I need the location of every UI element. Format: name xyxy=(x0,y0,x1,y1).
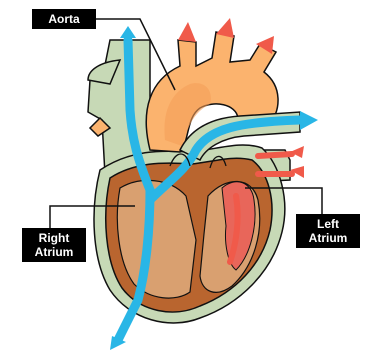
left-atrium-label: Left Atrium xyxy=(296,214,360,248)
right-atrium-label: Right Atrium xyxy=(22,228,86,262)
aorta-label: Aorta xyxy=(32,9,96,29)
